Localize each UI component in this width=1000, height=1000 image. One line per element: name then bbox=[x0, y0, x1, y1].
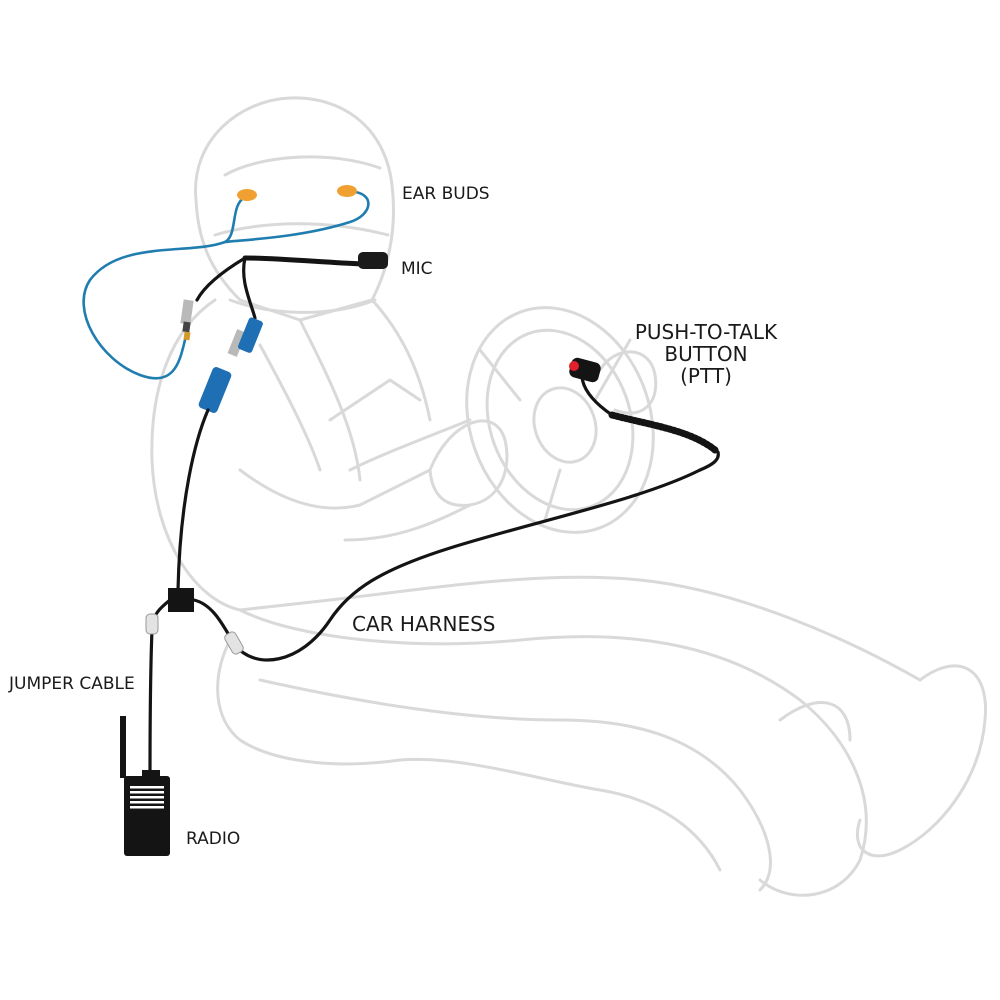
label-ptt: PUSH-TO-TALK BUTTON (PTT) bbox=[616, 321, 796, 387]
label-mic: MIC bbox=[401, 259, 433, 279]
leg-outline bbox=[238, 608, 868, 897]
car-harness-cables bbox=[145, 468, 702, 782]
left-earbud bbox=[237, 189, 257, 201]
jumper-cable-wire bbox=[148, 598, 172, 782]
arm-outline bbox=[238, 468, 432, 510]
label-ear-buds: EAR BUDS bbox=[402, 184, 490, 204]
label-ptt-line1: PUSH-TO-TALK bbox=[634, 320, 778, 344]
steering-wheel-outline bbox=[465, 306, 655, 534]
headset-connector bbox=[238, 317, 263, 353]
torso-outline bbox=[150, 298, 332, 612]
ptt-coiled-cord bbox=[608, 411, 719, 454]
right-earbud bbox=[337, 185, 357, 197]
helmet-outline bbox=[194, 96, 396, 322]
label-ptt-line3: (PTT) bbox=[680, 364, 732, 388]
radio-device bbox=[120, 716, 170, 856]
earbud-wire bbox=[82, 195, 247, 380]
radio-speaker-grille bbox=[130, 786, 164, 809]
mic-assembly bbox=[176, 252, 388, 592]
label-car-harness: CAR HARNESS bbox=[352, 612, 496, 636]
earbuds-assembly bbox=[82, 185, 370, 380]
ptt-assembly bbox=[569, 357, 720, 472]
label-ptt-line2: BUTTON bbox=[664, 342, 748, 366]
label-jumper-cable: JUMPER CABLE bbox=[9, 674, 135, 694]
harness-junction-box bbox=[168, 588, 194, 612]
label-radio: RADIO bbox=[186, 829, 241, 849]
mic-boom bbox=[242, 255, 365, 267]
radio-antenna bbox=[120, 716, 126, 778]
radio-knob bbox=[142, 770, 160, 780]
mic-capsule bbox=[358, 252, 388, 269]
ptt-button-red bbox=[569, 361, 579, 371]
driver-outline bbox=[150, 96, 988, 897]
helmet-kit-connector bbox=[198, 367, 232, 413]
